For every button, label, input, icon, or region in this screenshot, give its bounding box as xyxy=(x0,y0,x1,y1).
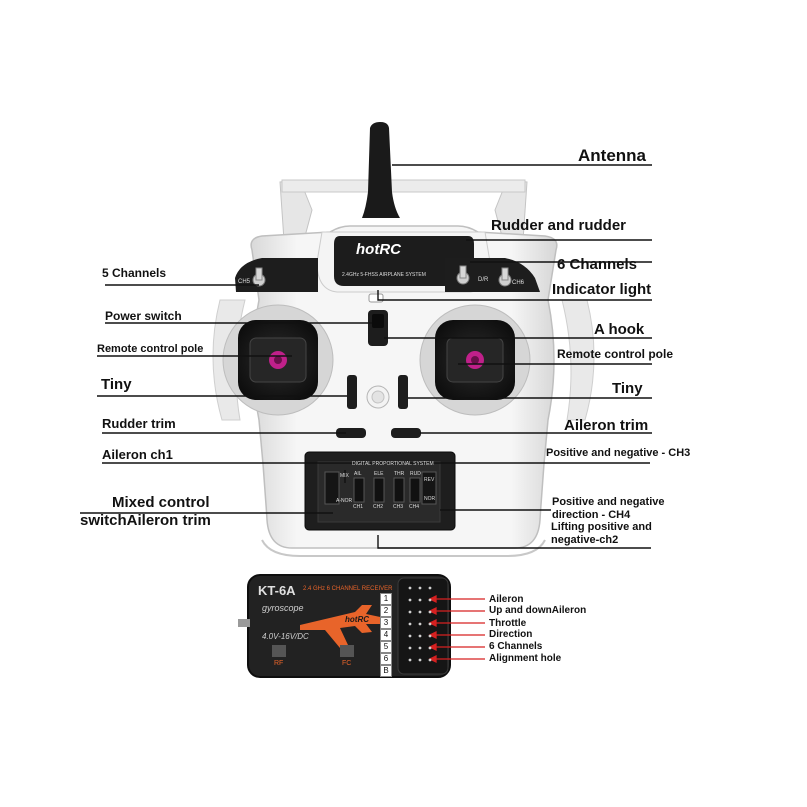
switch-ch5-text: CH5 xyxy=(238,279,251,285)
label-aileron-trim: Aileron trim xyxy=(564,417,649,434)
panel-ch-rud: RUD xyxy=(410,471,421,477)
receiver-label-aileron: Aileron xyxy=(489,594,524,605)
receiver-label-6-channels: 6 Channels xyxy=(489,641,543,652)
receiver-freq: 2.4 GHz 6 CHANNEL RECEIVER xyxy=(303,586,393,592)
switch-ch6-text: CH6 xyxy=(512,280,525,286)
label-mixed-control-1: Mixed control xyxy=(112,494,210,511)
label-a-hook: A hook xyxy=(594,321,645,338)
port-3: 3 xyxy=(380,617,392,629)
receiver-fc: FC xyxy=(342,660,352,667)
tiny-trim-left xyxy=(347,375,357,409)
port-2: 2 xyxy=(380,605,392,617)
receiver-voltage: 4.0V-16V/DC xyxy=(262,632,309,641)
port-b: B xyxy=(380,665,392,677)
switch-dr-text: D/R xyxy=(478,277,489,283)
panel-anor: A-NOR xyxy=(336,498,353,504)
port-1: 1 xyxy=(380,593,392,605)
label-rudder-and-rudder: Rudder and rudder xyxy=(491,217,627,234)
handle-top xyxy=(281,179,526,193)
label-power-switch: Power switch xyxy=(105,309,182,323)
label-ch2-2: negative-ch2 xyxy=(551,534,619,546)
receiver-label-up-down: Up and downAileron xyxy=(489,605,587,616)
label-6-channels: 6 Channels xyxy=(557,256,638,273)
indicator-light xyxy=(368,293,384,303)
label-rudder-trim: Rudder trim xyxy=(102,416,176,431)
label-mixed-control-2: switchAileron trim xyxy=(80,512,211,529)
label-remote-pole-left: Remote control pole xyxy=(97,343,204,355)
transmitter-brand: hotRC xyxy=(356,241,401,258)
receiver-label-alignment: Alignment hole xyxy=(489,653,562,664)
tiny-trim-right xyxy=(398,375,408,409)
side-grip xyxy=(561,299,595,421)
label-antenna: Antenna xyxy=(578,146,646,165)
label-ch4-2: direction - CH4 xyxy=(552,509,631,521)
label-indicator-light: Indicator light xyxy=(552,281,652,298)
panel-header: DIGITAL PROPORTIONAL SYSTEM xyxy=(352,461,434,467)
receiver-rf: RF xyxy=(274,660,284,667)
receiver-model: KT-6A xyxy=(258,583,296,598)
label-remote-pole-right: Remote control pole xyxy=(557,347,674,361)
badge xyxy=(334,236,474,286)
panel-rev: REV xyxy=(424,477,435,483)
switch-panel-right xyxy=(445,258,540,292)
receiver-brand: hotRC xyxy=(345,615,369,624)
label-pos-neg-ch3: Positive and negative - CH3 xyxy=(546,447,691,459)
panel-nor: NOR xyxy=(424,496,436,502)
switch-panel-left xyxy=(235,258,318,292)
receiver-label-throttle: Throttle xyxy=(489,618,527,629)
aileron-trim-bar xyxy=(391,428,421,438)
panel-bottom-ch1: CH1 xyxy=(353,504,364,510)
port-4: 4 xyxy=(380,629,392,641)
antenna-shape xyxy=(362,122,400,218)
panel-bottom-ch3: CH3 xyxy=(393,504,404,510)
panel-ch-ail: AIL xyxy=(354,471,362,477)
panel-bottom-ch4: CH4 xyxy=(409,504,420,510)
receiver-gyro: gyroscope xyxy=(262,603,304,613)
receiver-label-direction: Direction xyxy=(489,629,533,640)
port-5: 5 xyxy=(380,641,392,653)
label-ch2-1: Lifting positive and xyxy=(551,521,652,533)
label-tiny-right: Tiny xyxy=(612,380,643,397)
label-ch4-1: Positive and negative xyxy=(552,496,665,508)
port-6: 6 xyxy=(380,653,392,665)
label-tiny-left: Tiny xyxy=(101,376,132,393)
label-5-channels: 5 Channels xyxy=(102,266,167,280)
label-aileron-ch1: Aileron ch1 xyxy=(102,447,173,462)
panel-ch-ele: ELE xyxy=(374,471,384,477)
panel-ch-thr: THR xyxy=(394,471,405,477)
panel-mix: MIX xyxy=(340,473,349,479)
transmitter-subtitle: 2.4GHz 5-FHSS AIRPLANE SYSTEM xyxy=(342,272,426,278)
plane-icon xyxy=(300,605,385,648)
rudder-trim-bar xyxy=(336,428,366,438)
panel-bottom-ch2: CH2 xyxy=(373,504,384,510)
